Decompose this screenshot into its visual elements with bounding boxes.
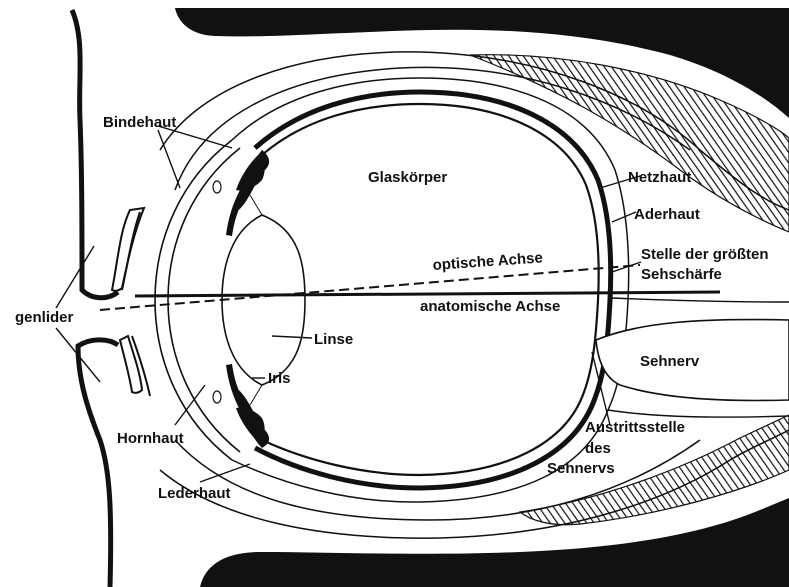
upper-lid-glands [112, 208, 144, 291]
label-lederhaut: Lederhaut [158, 485, 231, 502]
schlemm-canal-upper [213, 181, 221, 193]
upper-eyelid-outline [72, 10, 118, 298]
label-sehnerv: Sehnerv [640, 353, 700, 370]
upper-ciliary [236, 155, 265, 191]
label-netzhaut: Netzhaut [628, 169, 691, 186]
label-linse: Linse [314, 331, 353, 348]
label-aderhaut: Aderhaut [634, 206, 700, 223]
label-stelle-line2: Sehschärfe [641, 266, 722, 283]
label-anatomische-achse: anatomische Achse [420, 298, 560, 315]
label-austritt-line2: des [585, 440, 611, 457]
label-austritt-line1: Austrittsstelle [585, 419, 685, 436]
label-bindehaut: Bindehaut [103, 114, 176, 131]
lower-eyelid-outline [78, 340, 118, 587]
orbit-bone-bottom [200, 498, 789, 587]
lens [222, 215, 305, 385]
label-austritt-line3: Sehnervs [547, 460, 615, 477]
lower-ciliary [236, 407, 265, 442]
schlemm-canal-lower [213, 391, 221, 403]
label-stelle-line1: Stelle der größten [641, 246, 769, 263]
label-augenlider: genlider [15, 309, 74, 326]
label-optische-achse: optische Achse [432, 249, 543, 274]
label-hornhaut: Hornhaut [117, 430, 184, 447]
lower-lid-glands [120, 336, 150, 396]
label-iris: Iris [268, 370, 291, 387]
label-glaskoerper: Glaskörper [368, 169, 447, 186]
